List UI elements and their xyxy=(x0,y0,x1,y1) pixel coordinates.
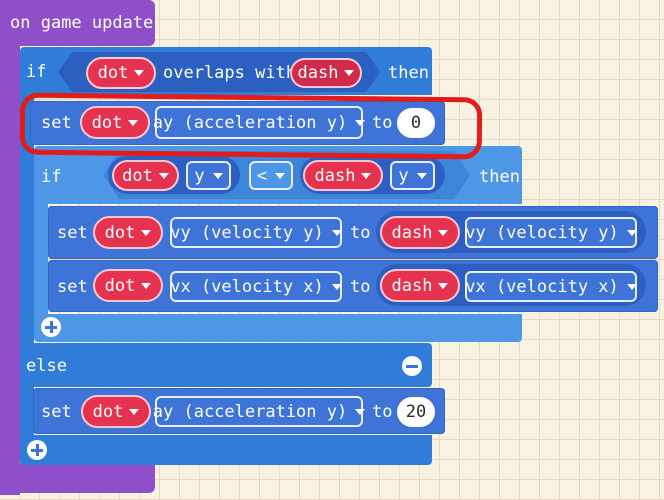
kind-dropdown[interactable]: dash xyxy=(290,58,362,88)
sprite-dropdown[interactable]: dot xyxy=(112,160,179,191)
chevron-down-icon xyxy=(626,283,637,290)
operator-dropdown[interactable]: < xyxy=(249,161,293,190)
event-label: on game update xyxy=(10,12,154,33)
sprite-dropdown[interactable]: dot xyxy=(81,395,151,428)
to-keyword: to xyxy=(372,401,393,422)
to-keyword: to xyxy=(350,222,371,243)
chevron-down-icon xyxy=(275,172,286,179)
to-keyword: to xyxy=(350,276,371,297)
inner-if-footer[interactable] xyxy=(34,314,522,342)
sprite-dropdown-label: dot xyxy=(92,401,124,422)
annotation-highlight xyxy=(19,92,483,160)
property-dropdown-label: vy (velocity y) xyxy=(465,222,619,243)
chevron-down-icon xyxy=(355,119,366,126)
operator-dropdown-label: < xyxy=(256,165,268,186)
property-dropdown[interactable]: vx (velocity x) xyxy=(170,271,342,302)
minus-icon[interactable] xyxy=(402,356,422,376)
set-keyword: set xyxy=(41,112,72,133)
sprite-dropdown-label: dot xyxy=(91,112,123,133)
attribute-dropdown-label: y xyxy=(398,165,409,186)
else-label: else xyxy=(26,355,67,376)
else-row[interactable] xyxy=(20,343,432,387)
else-spine xyxy=(20,385,34,435)
then-keyword: then xyxy=(479,166,520,187)
property-dropdown-label: ay (acceleration y) xyxy=(152,401,348,422)
property-dropdown-label: vy (velocity y) xyxy=(170,222,324,243)
sprite-dropdown-label: dash xyxy=(391,222,433,243)
plus-icon[interactable] xyxy=(41,317,61,337)
chevron-down-icon xyxy=(134,70,145,76)
chevron-down-icon xyxy=(158,172,169,179)
property-dropdown-label: vx (velocity x) xyxy=(170,276,324,297)
sprite-dropdown[interactable]: dash xyxy=(380,216,460,249)
sprite-dropdown[interactable]: dash xyxy=(303,160,383,191)
value-input[interactable]: 20 xyxy=(397,397,435,427)
property-dropdown-label: vx (velocity x) xyxy=(465,276,619,297)
chevron-down-icon xyxy=(141,282,152,289)
set-keyword: set xyxy=(57,222,88,243)
kind-dropdown-label: dash xyxy=(297,63,339,83)
chevron-down-icon xyxy=(141,229,152,236)
sprite-dropdown[interactable]: dot xyxy=(80,106,150,139)
sprite-dropdown[interactable]: dot xyxy=(93,269,163,302)
then-keyword: then xyxy=(388,62,429,83)
sprite-dropdown[interactable]: dot xyxy=(93,216,163,249)
sprite-dropdown[interactable]: dot xyxy=(86,57,156,89)
sprite-dropdown-label: dot xyxy=(97,63,129,83)
property-dropdown[interactable]: vy (velocity y) xyxy=(465,217,637,248)
attribute-dropdown[interactable]: y xyxy=(390,161,435,190)
attribute-dropdown-label: y xyxy=(194,165,205,186)
chevron-down-icon xyxy=(361,172,372,179)
chevron-down-icon xyxy=(438,282,449,289)
sprite-dropdown-label: dash xyxy=(391,275,433,296)
property-dropdown[interactable]: ay (acceleration y) xyxy=(152,396,366,427)
if-keyword: if xyxy=(41,166,62,187)
value-input[interactable]: 0 xyxy=(397,108,435,138)
chevron-down-icon xyxy=(438,229,449,236)
event-block-footer xyxy=(0,463,155,493)
sprite-dropdown-label: dot xyxy=(104,275,136,296)
sprite-dropdown-label: dash xyxy=(314,165,356,186)
if-block-footer[interactable] xyxy=(20,435,432,465)
sprite-dropdown-label: dot xyxy=(104,222,136,243)
event-block-spine xyxy=(0,40,20,495)
on-game-update-block[interactable] xyxy=(0,0,155,46)
chevron-down-icon xyxy=(355,408,366,415)
to-keyword: to xyxy=(372,112,393,133)
sprite-dropdown[interactable]: dash xyxy=(380,269,460,302)
attribute-dropdown[interactable]: y xyxy=(186,161,231,190)
chevron-down-icon xyxy=(212,172,223,179)
property-dropdown[interactable]: ay (acceleration y) xyxy=(152,106,366,139)
chevron-down-icon xyxy=(129,408,140,415)
chevron-down-icon xyxy=(416,172,427,179)
chevron-down-icon xyxy=(331,229,342,236)
inner-if-spine xyxy=(34,204,48,316)
property-dropdown-label: ay (acceleration y) xyxy=(152,112,348,133)
overlaps-label: overlaps with xyxy=(163,62,297,83)
set-keyword: set xyxy=(41,401,72,422)
chevron-down-icon xyxy=(626,229,637,236)
chevron-down-icon xyxy=(128,119,139,126)
chevron-down-icon xyxy=(331,283,342,290)
property-dropdown[interactable]: vy (velocity y) xyxy=(170,217,342,248)
if-keyword: if xyxy=(26,61,47,82)
property-dropdown[interactable]: vx (velocity x) xyxy=(465,271,637,302)
chevron-down-icon xyxy=(344,70,355,76)
if-block-spine xyxy=(20,95,34,385)
plus-icon[interactable] xyxy=(27,440,47,460)
set-keyword: set xyxy=(57,276,88,297)
sprite-dropdown-label: dot xyxy=(122,165,153,186)
